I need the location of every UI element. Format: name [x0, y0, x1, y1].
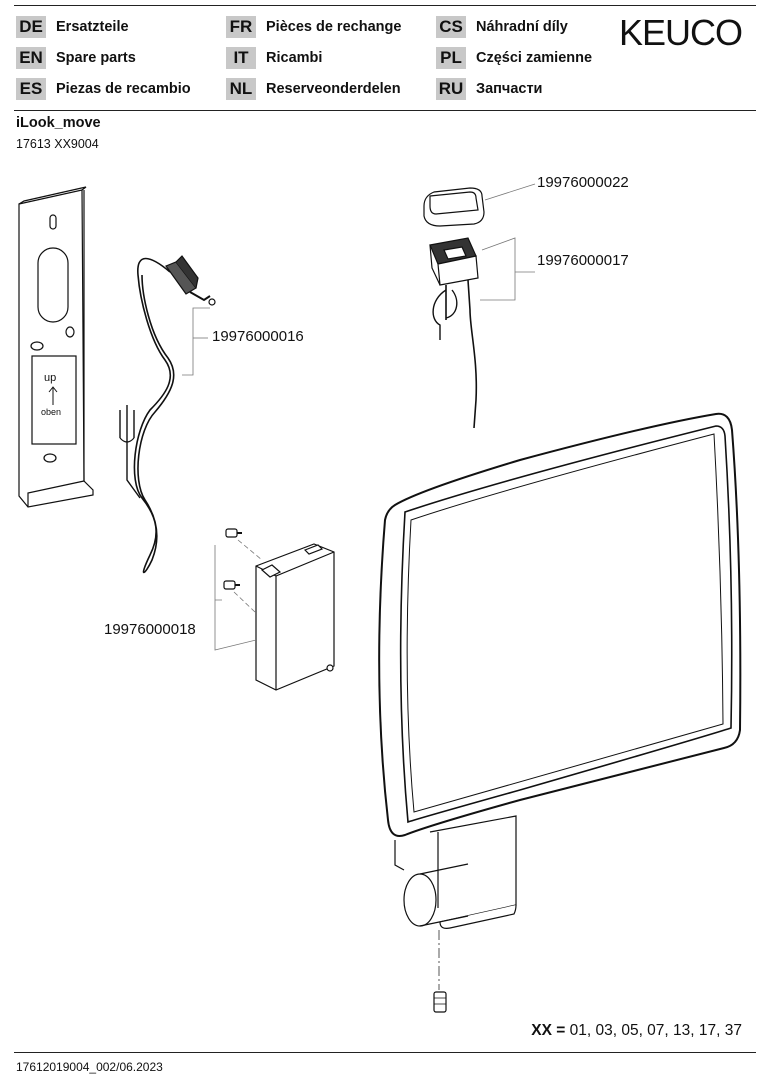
lang-code: PL: [436, 47, 466, 69]
header-rule: [14, 110, 756, 111]
lang-row-de: DE Ersatzteile: [16, 16, 129, 38]
lang-label: Pièces de rechange: [266, 19, 402, 35]
lang-code: EN: [16, 47, 46, 69]
mirror-arm: [394, 815, 517, 929]
lang-code: ES: [16, 78, 46, 100]
brand-logo: KEUCO: [618, 12, 743, 53]
lang-row-es: ES Piezas de recambio: [16, 78, 191, 100]
top-rule: [14, 5, 756, 6]
lang-row-en: EN Spare parts: [16, 47, 136, 69]
lang-code: RU: [436, 78, 466, 100]
variant-values: 01, 03, 05, 07, 13, 17, 37: [569, 1022, 742, 1039]
screw-bottom: [223, 580, 240, 590]
lang-code: IT: [226, 47, 256, 69]
product-name: iLook_move: [16, 115, 101, 131]
lang-row-cs: CS Náhradní díly: [436, 16, 568, 38]
screw-top: [225, 528, 242, 538]
rocker-switch: [429, 237, 479, 429]
part-number-cap: 19976000022: [537, 174, 629, 191]
lang-label: Części zamienne: [476, 50, 593, 66]
switch-cap: [423, 187, 485, 227]
variant-prefix: XX =: [531, 1022, 566, 1039]
part-number-transformer: 19976000018: [104, 621, 196, 638]
document-footer: 17612019004_002/06.2023: [16, 1060, 163, 1074]
lang-code: NL: [226, 78, 256, 100]
lang-row-pl: PL Części zamienne: [436, 47, 592, 69]
transformer-box: [255, 543, 335, 691]
lang-row-nl: NL Reserveonderdelen: [226, 78, 401, 100]
lang-code: FR: [226, 16, 256, 38]
lang-label: Náhradní díly: [476, 19, 568, 35]
lang-label: Ersatzteile: [56, 19, 129, 35]
bracket-up-label: up: [44, 372, 57, 384]
lang-label: Ricambi: [266, 50, 323, 66]
part-number-cable: 19976000016: [212, 328, 304, 345]
lang-code: DE: [16, 16, 46, 38]
mirror: [378, 412, 742, 837]
lang-code: CS: [436, 16, 466, 38]
footer-rule: [14, 1052, 756, 1053]
power-cable: [119, 255, 216, 574]
bracket-oben-label: oben: [41, 407, 62, 417]
lang-row-it: IT Ricambi: [226, 47, 322, 69]
lang-label: Piezas de recambio: [56, 81, 191, 97]
set-screw: [433, 991, 447, 1013]
part-number-switch: 19976000017: [537, 252, 629, 269]
article-number: 17613 XX9004: [16, 137, 99, 151]
lang-label: Запчасти: [476, 81, 543, 97]
wall-bracket: [18, 186, 94, 508]
lang-row-ru: RU Запчасти: [436, 78, 542, 100]
lang-label: Reserveonderdelen: [266, 81, 401, 97]
variant-codes: XX = 01, 03, 05, 07, 13, 17, 37: [531, 1022, 742, 1040]
lang-label: Spare parts: [56, 50, 136, 66]
lang-row-fr: FR Pièces de rechange: [226, 16, 401, 38]
